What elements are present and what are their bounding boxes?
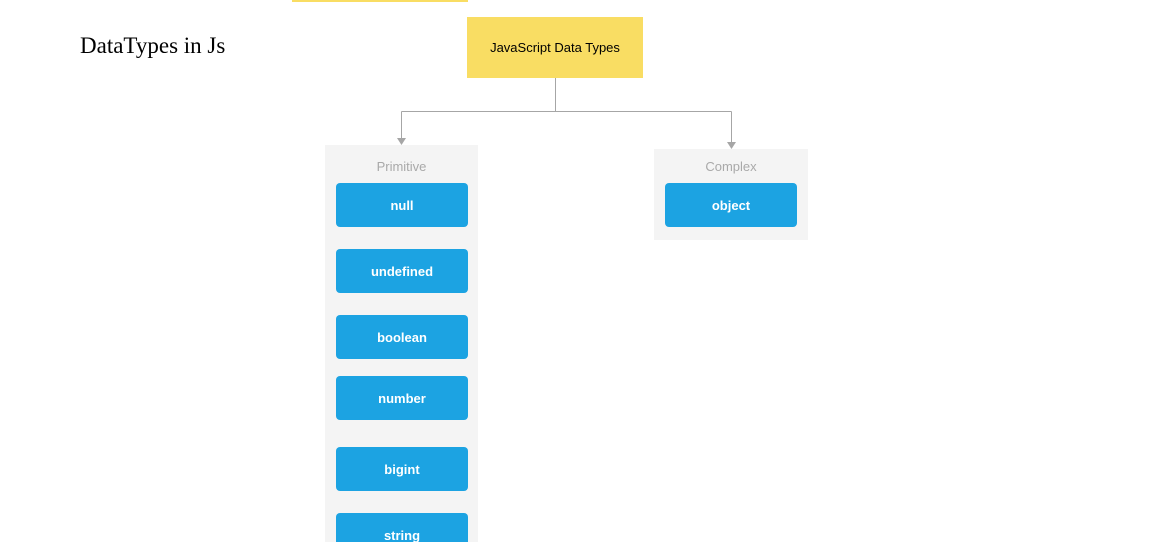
- type-node-label: number: [378, 390, 426, 406]
- top-strip: [292, 0, 468, 2]
- arrowhead-complex: [727, 142, 736, 149]
- root-node-javascript-data-types: JavaScript Data Types: [467, 17, 643, 78]
- type-node-string: string: [336, 513, 468, 542]
- group-title-primitive: Primitive: [376, 159, 427, 174]
- type-node-label: object: [711, 197, 751, 213]
- group-title-complex: Complex: [705, 159, 757, 174]
- type-node-boolean: boolean: [336, 315, 468, 359]
- type-node-label: bigint: [384, 461, 420, 477]
- type-node-object: object: [665, 183, 797, 227]
- type-node-undefined: undefined: [336, 249, 468, 293]
- arrowhead-primitive: [397, 138, 406, 145]
- root-node-label: JavaScript Data Types: [490, 40, 620, 55]
- type-node-label: null: [390, 197, 414, 213]
- group-complex: Complex object: [654, 149, 808, 240]
- group-primitive: Primitive null undefined boolean number …: [325, 145, 478, 542]
- type-node-label: boolean: [377, 329, 427, 345]
- type-node-label: undefined: [370, 263, 434, 279]
- type-node-bigint: bigint: [336, 447, 468, 491]
- type-node-number: number: [336, 376, 468, 420]
- type-node-label: string: [383, 527, 421, 542]
- type-node-null: null: [336, 183, 468, 227]
- page-title: DataTypes in Js: [80, 33, 226, 58]
